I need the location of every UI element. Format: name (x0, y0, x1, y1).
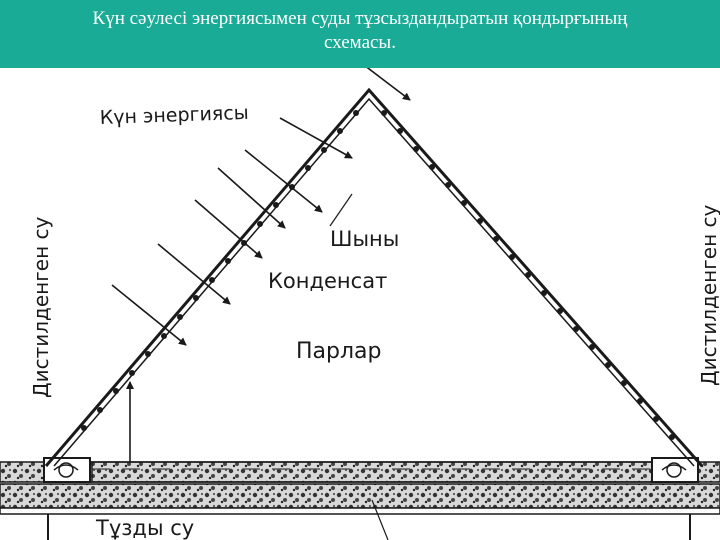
base-plate (0, 507, 720, 515)
sun-ray-arrows (111, 68, 411, 346)
label-condensate: Конденсат (268, 269, 387, 293)
salt-water-pointer (371, 499, 389, 540)
glass-roof (44, 87, 704, 467)
salt-water-basin (91, 461, 653, 483)
desalination-diagram: Күн энергиясы Шыны Конденсат Парлар Дист… (0, 68, 720, 540)
left-distillate-trough (43, 457, 91, 483)
slide-title-line-2: схемасы. (324, 32, 396, 53)
label-distilled-right: Дистилденген су (697, 204, 720, 386)
label-distilled-left: Дистилденген су (29, 216, 53, 398)
slide-title-line-1: Күн сәулесі энергиясымен суды тұзсызданд… (92, 8, 628, 29)
gravel-layer-bottom (0, 483, 720, 509)
label-vapor: Парлар (296, 339, 382, 364)
slide-title-bar: Күн сәулесі энергиясымен суды тұзсызданд… (0, 0, 720, 68)
glass-label-pointer (329, 193, 353, 227)
label-glass: Шыны (330, 227, 399, 251)
label-salt-water: Тұзды су (95, 516, 194, 540)
condensate-droplets-right (381, 110, 675, 440)
label-sun-energy: Күн энергиясы (99, 102, 249, 129)
